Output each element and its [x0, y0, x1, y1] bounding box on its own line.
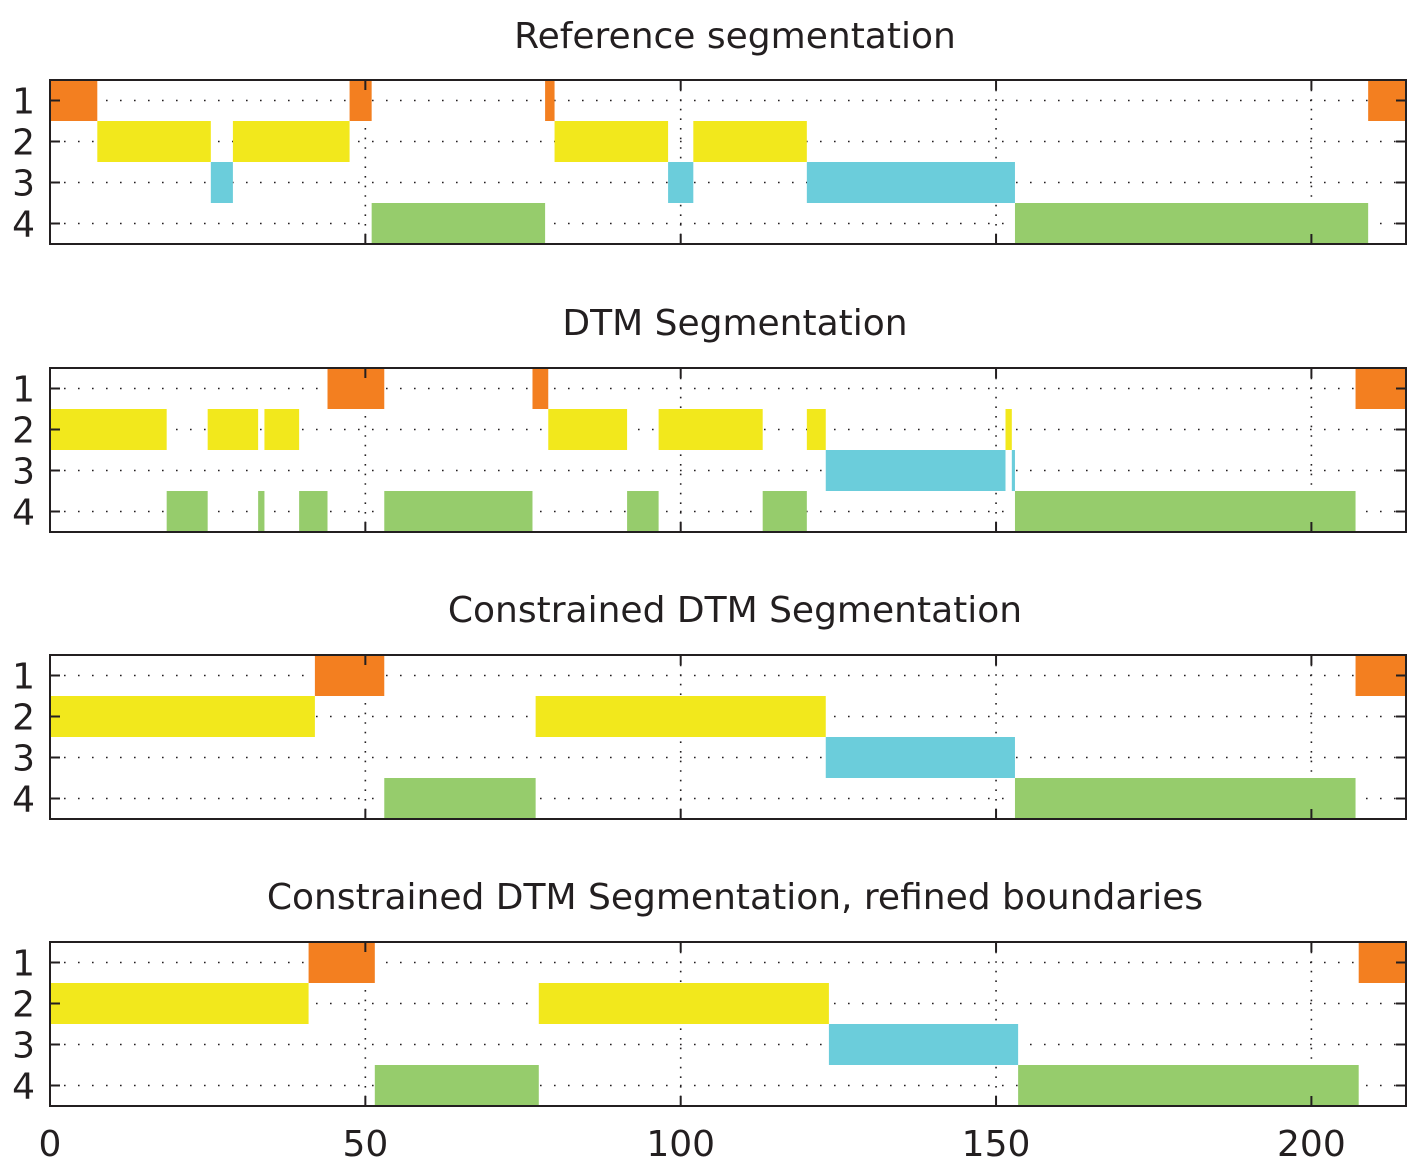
x-tick-label: 200: [1277, 1124, 1346, 1165]
x-tick-label: 50: [342, 1124, 388, 1165]
segment-state-2: [50, 696, 315, 737]
segment-state-3: [1011, 450, 1015, 491]
axes-box: [49, 367, 1407, 533]
y-tick-label: 2: [12, 123, 35, 164]
y-tick-label: 3: [12, 164, 35, 205]
segment-state-4: [371, 203, 546, 244]
segment-state-4: [1018, 1065, 1359, 1106]
y-tick-label: 1: [12, 944, 35, 985]
segment-state-3: [806, 162, 1015, 203]
chart-title: DTM Segmentation: [562, 303, 907, 344]
segment-state-4: [299, 491, 328, 532]
segment-state-4: [1014, 203, 1369, 244]
segment-state-2: [554, 121, 669, 162]
segment-state-3: [828, 1024, 1019, 1065]
y-tick-label: 4: [12, 493, 35, 534]
segment-state-2: [693, 121, 807, 162]
y-tick-label: 2: [12, 698, 35, 739]
y-tick-label: 1: [12, 657, 35, 698]
segment-state-2: [50, 983, 309, 1024]
segment-state-4: [384, 491, 533, 532]
segment-state-2: [207, 409, 259, 450]
segment-state-2: [264, 409, 300, 450]
segment-state-3: [210, 162, 233, 203]
chart-title: Reference segmentation: [514, 16, 956, 57]
x-tick-label: 100: [646, 1124, 715, 1165]
segment-state-3: [825, 737, 1015, 778]
segment-state-4: [1014, 491, 1356, 532]
y-tick-label: 4: [12, 205, 35, 246]
segment-state-1: [349, 80, 372, 121]
segment-state-2: [232, 121, 350, 162]
segment-state-1: [327, 368, 385, 409]
segment-state-4: [166, 491, 208, 532]
segment-state-1: [308, 942, 375, 983]
axes-box: [49, 654, 1407, 820]
axes-box: [49, 941, 1407, 1107]
x-tick-label: 150: [962, 1124, 1031, 1165]
segment-state-2: [97, 121, 211, 162]
segment-state-2: [538, 983, 829, 1024]
segment-state-4: [1014, 778, 1356, 819]
y-tick-label: 4: [12, 780, 35, 821]
segment-state-2: [658, 409, 763, 450]
segment-state-1: [532, 368, 549, 409]
segment-state-2: [806, 409, 826, 450]
x-tick-label: 0: [39, 1124, 62, 1165]
y-tick-label: 1: [12, 370, 35, 411]
segment-state-2: [535, 696, 826, 737]
segment-state-4: [384, 778, 536, 819]
y-tick-label: 3: [12, 452, 35, 493]
y-tick-label: 3: [12, 739, 35, 780]
segment-state-2: [1005, 409, 1012, 450]
chart-title: Constrained DTM Segmentation, refined bo…: [267, 877, 1203, 918]
chart-title: Constrained DTM Segmentation: [448, 590, 1022, 631]
y-tick-label: 2: [12, 411, 35, 452]
y-tick-label: 1: [12, 82, 35, 123]
y-tick-label: 4: [12, 1067, 35, 1108]
y-tick-label: 3: [12, 1026, 35, 1067]
segment-state-4: [762, 491, 807, 532]
y-tick-label: 2: [12, 985, 35, 1026]
axes-box: [49, 79, 1407, 245]
segment-state-3: [825, 450, 1006, 491]
segment-state-3: [668, 162, 694, 203]
segment-state-4: [258, 491, 265, 532]
segment-state-2: [50, 409, 167, 450]
segment-state-1: [314, 655, 385, 696]
segment-state-1: [545, 80, 555, 121]
segment-state-4: [374, 1065, 539, 1106]
segment-state-2: [548, 409, 628, 450]
segment-state-4: [627, 491, 659, 532]
